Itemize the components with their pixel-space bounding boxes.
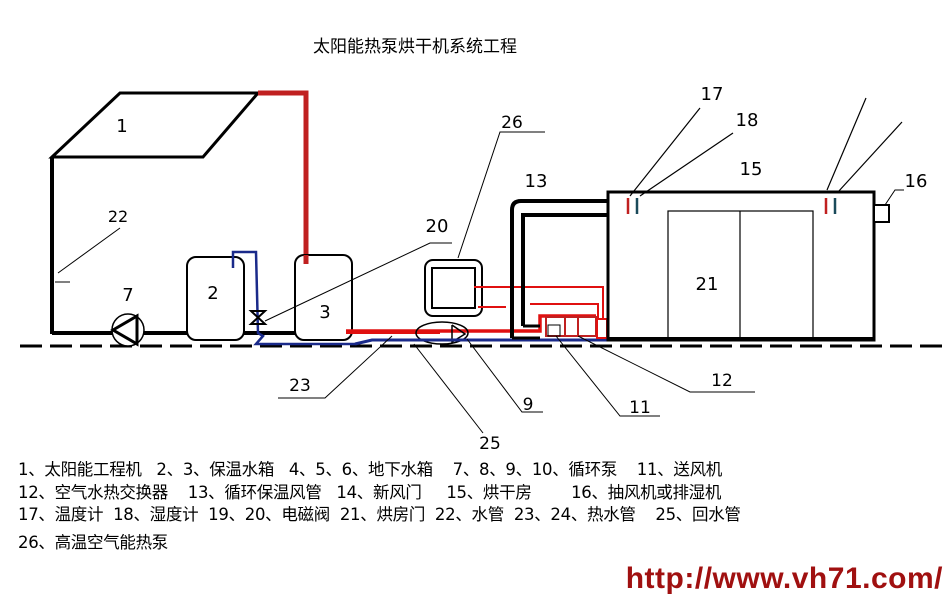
insulated-tank-2 — [186, 256, 245, 341]
website-url: http://www.vh71.com/ — [625, 562, 943, 595]
leader-20 — [264, 242, 452, 322]
label-21: 21 — [696, 274, 719, 295]
label-15: 15 — [740, 159, 763, 180]
label-7: 7 — [122, 285, 133, 306]
label-16: 16 — [905, 171, 928, 192]
exhaust-fan — [873, 204, 890, 223]
drying-room-door — [667, 210, 814, 340]
legend-line-1: 1、太阳能工程机 2、3、保温水箱 4、5、6、地下水箱 7、8、9、10、循环… — [18, 460, 723, 479]
heat-pump-26 — [424, 259, 483, 317]
hot-air-line — [474, 286, 604, 318]
label-12: 12 — [711, 371, 733, 391]
drying-room — [606, 190, 876, 342]
diagram-title: 太阳能热泵烘干机系统工程 — [313, 37, 517, 57]
hot-water-pipe — [258, 90, 309, 264]
leader-22 — [57, 227, 121, 274]
return-water-pipe — [354, 338, 610, 346]
legend-line-4: 26、高温空气能热泵 — [18, 533, 168, 552]
label-9: 9 — [523, 395, 534, 415]
hot-water-pipe-23 — [346, 314, 596, 333]
label-2: 2 — [207, 283, 218, 304]
label-22: 22 — [108, 207, 128, 226]
label-25: 25 — [479, 434, 501, 454]
legend-line-2: 12、空气水热交换器 13、循环保温风管 14、新风门 15、烘干房 16、抽风… — [18, 483, 722, 502]
solar-collector — [48, 91, 300, 335]
insulated-air-duct-13 — [510, 199, 608, 340]
cold-water-pipe — [231, 250, 355, 346]
solenoid-valve-19 — [248, 310, 268, 325]
label-18: 18 — [736, 110, 759, 131]
leader-26 — [457, 131, 545, 259]
label-26: 26 — [501, 113, 523, 133]
insulated-tank-3 — [294, 254, 353, 341]
label-11: 11 — [629, 398, 651, 418]
circulation-pump-7 — [110, 313, 145, 347]
air-water-heat-exchanger — [545, 316, 608, 339]
label-1: 1 — [116, 116, 127, 137]
label-17: 17 — [701, 84, 724, 105]
hygrometer-icon — [635, 198, 837, 214]
circulation-pump-9 — [415, 321, 469, 345]
thermometer-icon — [626, 198, 828, 214]
label-3: 3 — [319, 302, 330, 323]
legend-line-3: 17、温度计 18、湿度计 19、20、电磁阀 21、烘房门 22、水管 23、… — [18, 505, 741, 524]
label-23: 23 — [289, 376, 311, 396]
label-13: 13 — [525, 171, 548, 192]
label-20: 20 — [426, 216, 449, 237]
